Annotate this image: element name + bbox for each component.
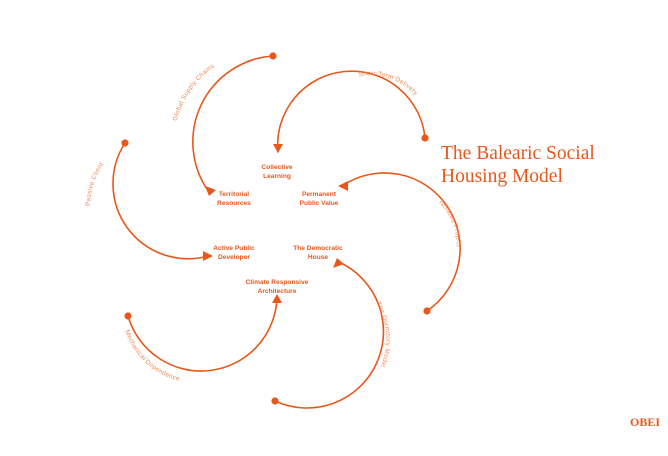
node-label-line: House	[308, 254, 328, 261]
title-line: The Balearic Social	[441, 143, 595, 164]
node-label-line: Architecture	[258, 288, 297, 295]
arc-line	[112, 142, 209, 260]
arc-line	[127, 297, 278, 372]
arc-start-dot	[423, 307, 431, 315]
node-label-line: Collective	[261, 164, 292, 171]
arc-global-supply-chains: Global Supply Chains	[172, 52, 277, 196]
node-label-line: Developer	[218, 254, 250, 261]
arc-line	[276, 70, 426, 153]
arrowhead-icon	[205, 186, 216, 196]
node-label-line: The Democratic	[293, 245, 343, 252]
arc-isolated-project: Isolated Project	[338, 172, 462, 315]
title-line: Housing Model	[441, 166, 563, 187]
arc-label-mechanical-dependence: Mechanical Dependence	[123, 329, 180, 383]
arc-line	[274, 261, 385, 409]
node-active-public-developer: Active Public Developer	[213, 245, 255, 261]
arc-start-dot	[271, 397, 279, 405]
brand-logo: OBEI	[630, 415, 661, 429]
arrowhead-icon	[338, 181, 348, 191]
node-label-line: Territorial	[219, 191, 249, 198]
node-permanent-public-value: Permanent Public Value	[300, 191, 339, 207]
node-label-line: Resources	[217, 200, 251, 207]
arc-line	[192, 55, 274, 193]
page-title: The Balearic Social Housing Model	[441, 142, 661, 188]
arrowhead-icon	[333, 258, 344, 268]
arc-start-dot	[269, 52, 277, 60]
arc-line	[341, 172, 461, 312]
arc-start-dot	[421, 134, 429, 142]
arc-start-dot	[124, 312, 132, 320]
arc-label-isolated-project: Isolated Project	[437, 199, 461, 247]
node-the-democratic-house: The Democratic House	[293, 245, 343, 261]
arc-short-term-delivery: Short-Term Delivery	[273, 70, 429, 153]
arc-label-short-term-delivery: Short-Term Delivery	[358, 70, 419, 97]
arc-label-passive-client: Passive Client	[85, 161, 105, 206]
node-label-line: Public Value	[300, 200, 339, 207]
arc-start-dot	[121, 139, 129, 147]
node-collective-learning: Collective Learning	[261, 164, 292, 180]
arc-mechanical-dependence: Mechanical Dependence	[123, 294, 282, 383]
arrowhead-icon	[203, 251, 213, 261]
node-label-line: Climate Responsive	[246, 279, 309, 286]
node-label-line: Active Public	[213, 245, 255, 252]
node-climate-responsive-architecture: Climate Responsive Architecture	[246, 279, 309, 295]
node-label-line: Learning	[263, 173, 291, 180]
node-territorial-resources: Territorial Resources	[217, 191, 251, 207]
arrowhead-icon	[273, 144, 283, 153]
arrowhead-icon	[272, 294, 282, 303]
node-label-line: Permanent	[302, 191, 337, 198]
arc-label-the-dormitory-model: The Dormitory Model	[374, 301, 391, 369]
